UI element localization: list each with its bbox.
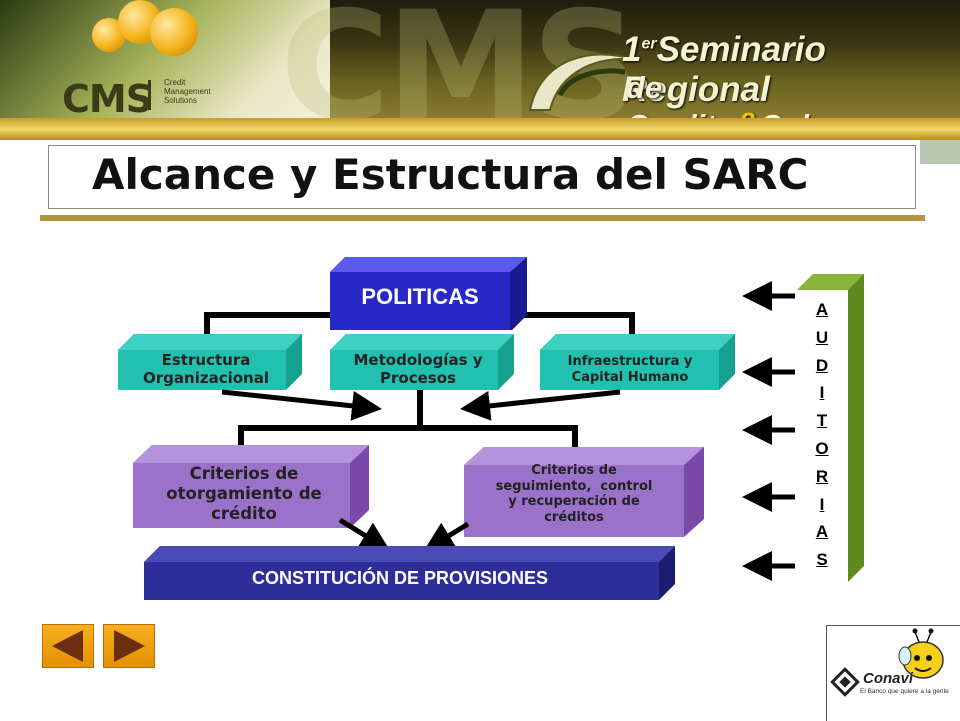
auditorias-letter: I <box>819 383 825 403</box>
constitucion-label: CONSTITUCIÓN DE PROVISIONES <box>251 568 549 588</box>
auditorias-letter: T <box>816 411 828 431</box>
cms-sub-line: Credit <box>164 78 186 87</box>
conavi-name: Conavi <box>863 670 914 687</box>
infraestructura-line: Capital Humano <box>571 369 689 385</box>
criterios-seguimiento-line: Criterios de <box>531 463 617 478</box>
auditorias-letter: O <box>815 438 829 458</box>
triangle-left-icon <box>52 630 83 662</box>
metodologias-box <box>330 334 514 390</box>
criterios-otorgamiento-line: crédito <box>211 503 277 523</box>
next-slide-button[interactable] <box>103 624 155 668</box>
criterios-seguimiento-line: seguimiento, control <box>495 478 653 494</box>
estructura-line: Estructura <box>161 351 251 369</box>
seminar-title-line1: 1erSeminario Regional <box>622 30 960 110</box>
previous-slide-button[interactable] <box>42 624 94 668</box>
criterios-otorgamiento-box <box>133 445 369 528</box>
criterios-otorgamiento-line: Criterios de <box>189 464 299 483</box>
criterios-seguimiento-label: Criterios de seguimiento, control y recu… <box>466 463 682 525</box>
constitucion-box <box>144 546 675 600</box>
title-side-accent <box>920 140 960 164</box>
estructura-label: Estructura Organizacional <box>118 351 294 387</box>
title-box <box>48 145 916 209</box>
politicas-label: POLITICAS <box>361 284 479 309</box>
auditorias-column <box>797 274 864 582</box>
seminar-ordinal: er <box>641 35 657 53</box>
header-banner: CMS CMS Credit Management Solutions 1erS… <box>0 0 960 140</box>
banner-gold-band <box>0 118 960 140</box>
auditorias-letter: S <box>816 550 828 570</box>
metodologias-line: Metodologías y <box>353 351 483 369</box>
cms-logo: CMS <box>62 77 153 121</box>
seminar-swoosh-icon <box>528 53 636 111</box>
auditorias-arrows <box>742 281 795 581</box>
criterios-connector <box>238 425 578 448</box>
criterios-seguimiento-box <box>464 447 704 537</box>
arrow-criterios-seguimiento <box>423 521 470 552</box>
page-title: Alcance y Estructura del SARC <box>92 150 809 199</box>
conavi-tagline: El Banco que quiere a la gente <box>860 688 949 695</box>
auditorias-letter: A <box>815 522 829 542</box>
criterios-otorgamiento-line: otorgamiento de <box>166 483 322 503</box>
auditorias-letter: D <box>815 355 829 375</box>
conavi-logo: Conavi El Banco que quiere a la gente <box>826 625 960 721</box>
auditorias-letter: I <box>819 494 825 514</box>
metodologias-line: Procesos <box>380 369 456 387</box>
infraestructura-line: Infraestructura y <box>567 354 693 369</box>
infraestructura-box <box>540 334 735 390</box>
arrow-estructura <box>221 389 382 421</box>
estructura-line: Organizacional <box>143 369 269 387</box>
infraestructura-label: Infraestructura y Capital Humano <box>540 354 720 385</box>
auditorias-letter: U <box>815 327 829 347</box>
criterios-otorgamiento-label: Criterios de otorgamiento de crédito <box>140 464 348 523</box>
auditorias-letter: R <box>815 466 829 486</box>
seminar-number: 1 <box>622 30 642 69</box>
title-underline <box>40 215 925 221</box>
estructura-box <box>118 334 302 390</box>
cms-sub-line: Solutions <box>164 96 197 105</box>
cms-logo-divider <box>148 80 151 110</box>
criterios-seguimiento-line: créditos <box>544 509 604 525</box>
criterios-seguimiento-line: y recuperación de <box>508 494 640 510</box>
auditorias-label: A U D I T O R I A S <box>798 296 846 574</box>
triangle-right-icon <box>114 630 145 662</box>
cms-logo-subtext: Credit Management Solutions <box>164 78 211 105</box>
arrow-infraestructura <box>460 389 621 421</box>
cms-sub-line: Management <box>164 87 211 96</box>
auditorias-letter: A <box>815 300 829 319</box>
metodologias-label: Metodologías y Procesos <box>330 351 506 387</box>
conavi-bee-icon <box>830 628 944 697</box>
politicas-box <box>330 257 527 330</box>
arrow-criterios-otorgamiento <box>338 517 391 552</box>
logo-ball-large <box>150 8 198 56</box>
seminar-name: Seminario Regional <box>622 30 826 109</box>
